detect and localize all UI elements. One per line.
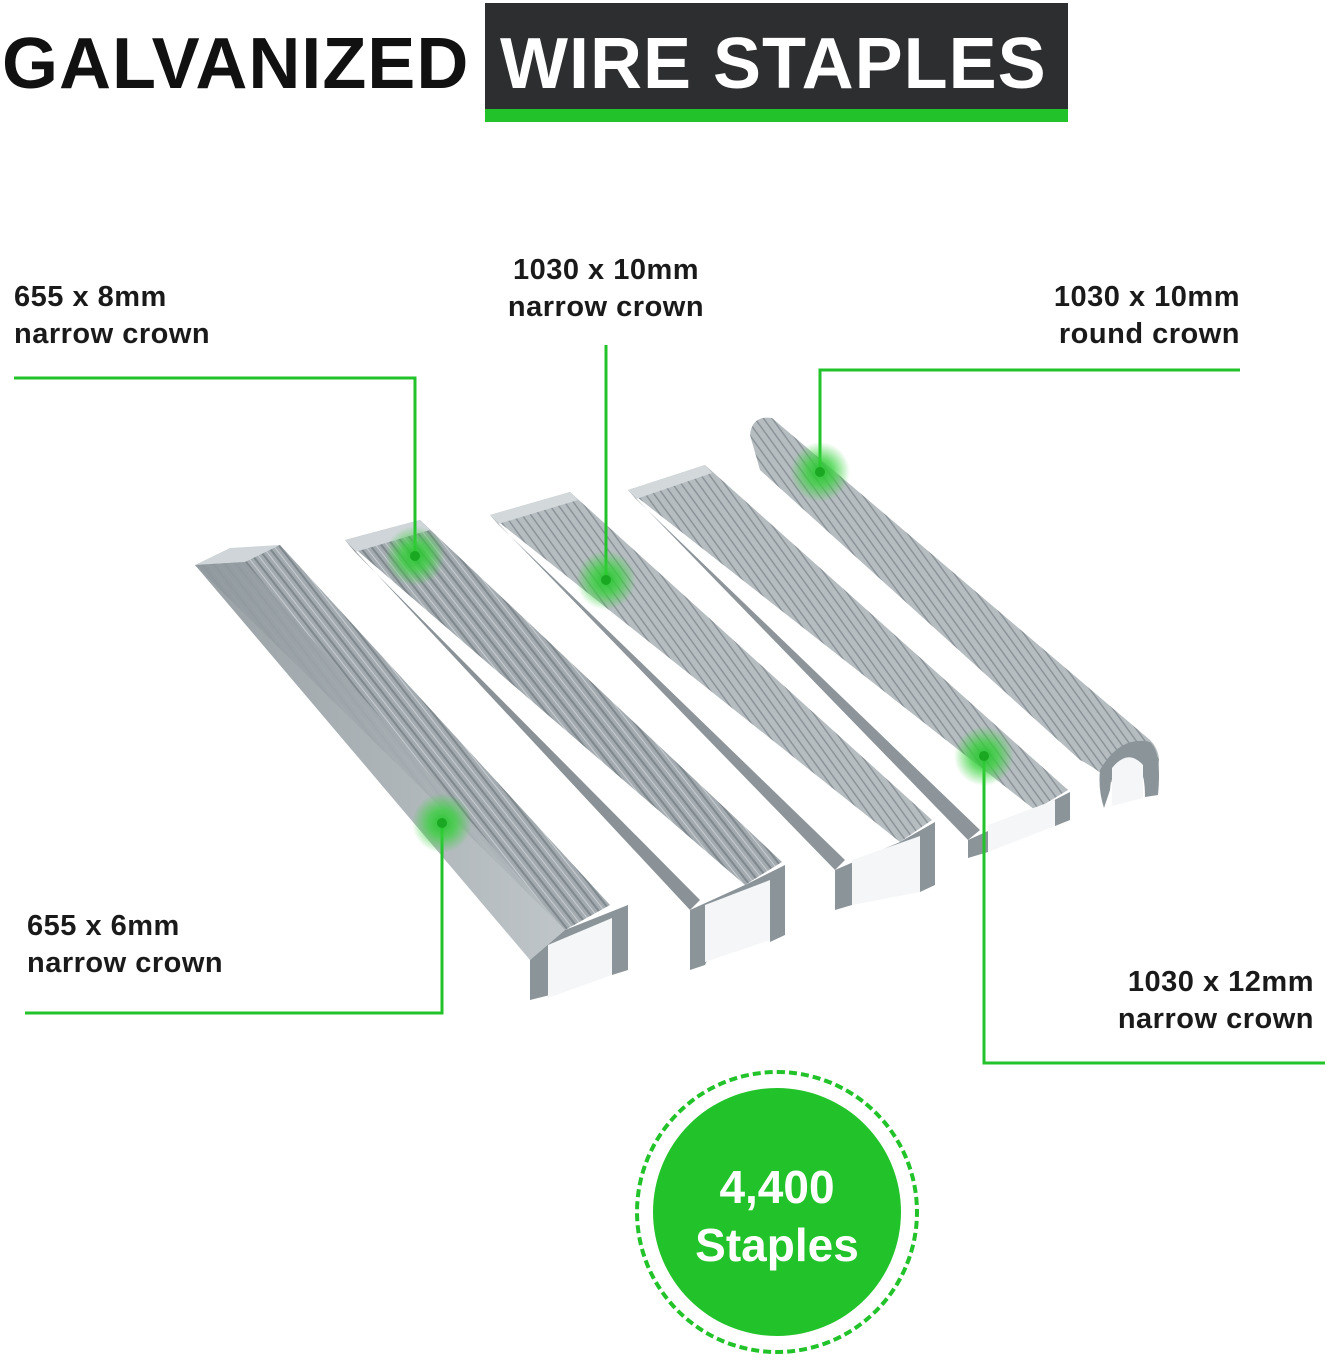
label-655x8: 655 x 8mm narrow crown bbox=[14, 279, 210, 353]
label-655x8-size: 655 x 8mm bbox=[14, 281, 167, 313]
label-1030x10-round: 1030 x 10mm round crown bbox=[990, 279, 1240, 353]
staple-count-unit: Staples bbox=[695, 1219, 859, 1271]
label-655x6-size: 655 x 6mm bbox=[27, 910, 180, 942]
staple-strip-655x6 bbox=[195, 545, 628, 1000]
callout-line-655x6 bbox=[25, 823, 444, 1015]
label-1030x12-size: 1030 x 12mm bbox=[1127, 966, 1314, 998]
label-1030x10-narrow: 1030 x 10mm narrow crown bbox=[486, 252, 726, 326]
label-1030x12: 1030 x 12mm narrow crown bbox=[1060, 964, 1314, 1038]
count-badge-fill: 4,400 Staples bbox=[653, 1088, 901, 1336]
label-1030x10-narrow-size: 1030 x 10mm bbox=[512, 254, 700, 286]
label-1030x10-narrow-type: narrow crown bbox=[507, 291, 705, 323]
callout-line-1030x12 bbox=[982, 756, 1325, 1065]
heading-accent-bar bbox=[485, 109, 1068, 122]
staple-count: 4,400 bbox=[719, 1161, 835, 1213]
callout-line-655x8 bbox=[14, 376, 417, 556]
label-655x6-type: narrow crown bbox=[27, 947, 224, 979]
label-1030x10-round-size: 1030 x 10mm bbox=[1053, 281, 1240, 313]
heading-wire-staples: WIRE STAPLES bbox=[500, 24, 1047, 104]
callout-lines bbox=[14, 345, 1325, 1065]
staple-strip-1030x10-round bbox=[750, 417, 1159, 808]
callout-markers bbox=[385, 442, 1014, 853]
label-1030x10-round-type: round crown bbox=[1058, 318, 1240, 350]
staple-strip-1030x12 bbox=[628, 465, 1070, 858]
label-1030x12-type: narrow crown bbox=[1117, 1003, 1314, 1035]
count-badge-text: 4,400 Staples bbox=[653, 1158, 901, 1274]
heading-box bbox=[485, 3, 1068, 109]
count-badge: 4,400 Staples bbox=[635, 1070, 919, 1354]
label-655x6: 655 x 6mm narrow crown bbox=[27, 908, 223, 982]
callout-line-1030x10-round bbox=[818, 368, 1240, 472]
label-655x8-type: narrow crown bbox=[14, 318, 211, 350]
staple-strip-655x8 bbox=[345, 520, 785, 970]
heading-galvanized: GALVANIZED bbox=[2, 24, 470, 104]
